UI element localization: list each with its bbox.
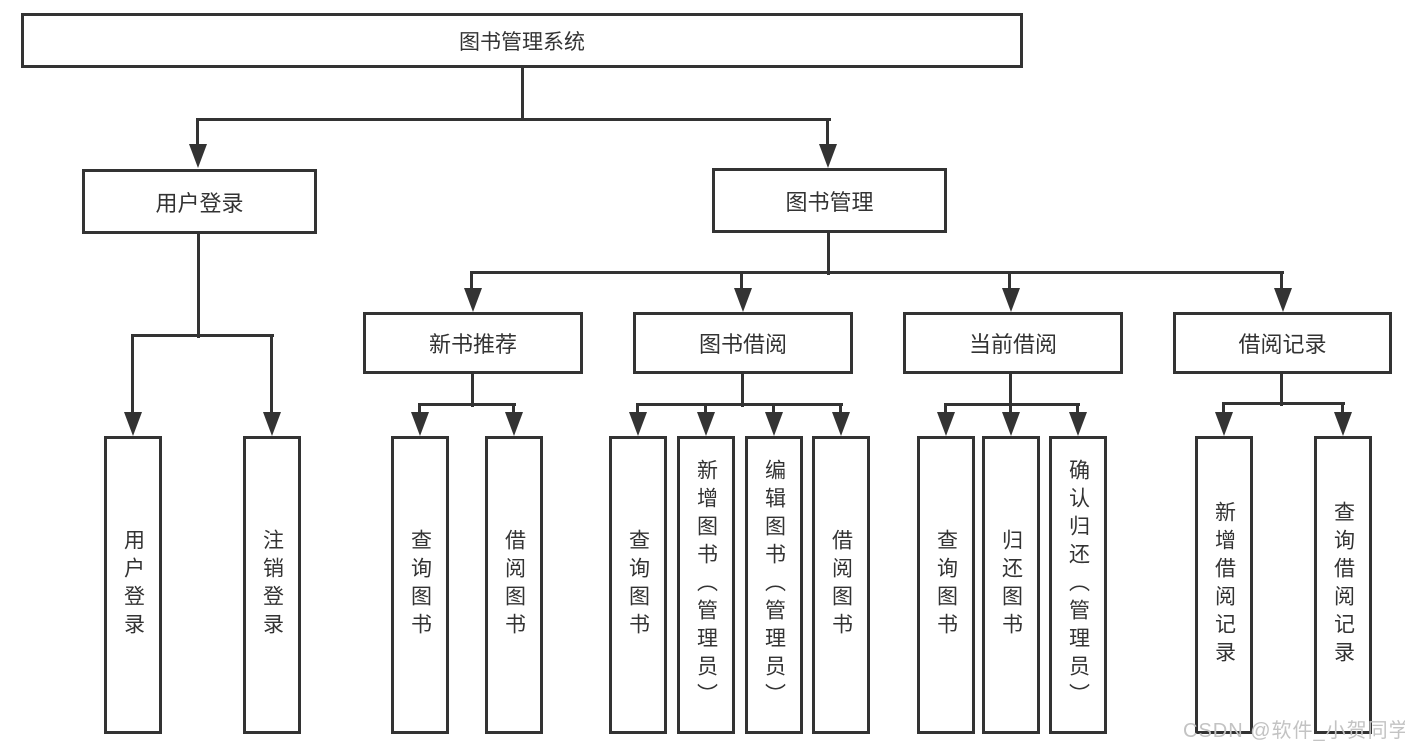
leaf-query-books-2: 查询图书 [609,436,667,734]
connector-line [418,403,516,406]
leaf-label: 新增借阅记录 [1212,501,1236,669]
connector-line [636,403,639,415]
node-root: 图书管理系统 [21,13,1023,68]
connector-line [197,234,200,338]
connector-line [704,403,707,415]
leaf-user-login: 用户登录 [104,436,162,734]
arrowhead-down-icon [1334,412,1352,436]
connector-line [1280,374,1283,406]
node-user-login: 用户登录 [82,169,317,234]
arrowhead-down-icon [1002,412,1020,436]
leaf-query-borrow-record: 查询借阅记录 [1314,436,1372,734]
arrowhead-down-icon [263,412,281,436]
connector-line [741,374,744,407]
leaf-label: 查询图书 [626,529,650,641]
leaf-add-books-admin: 新增图书（管理员） [677,436,735,734]
arrowhead-down-icon [819,144,837,168]
connector-line [196,118,199,146]
connector-line [1222,402,1345,405]
node-root-label: 图书管理系统 [459,30,585,54]
node-current-borrow: 当前借阅 [903,312,1123,374]
leaf-confirm-return-admin: 确认归还（管理员） [1049,436,1107,734]
leaf-query-books-3: 查询图书 [917,436,975,734]
arrowhead-down-icon [464,288,482,312]
connector-line [740,271,743,291]
leaf-add-borrow-record: 新增借阅记录 [1195,436,1253,734]
leaf-edit-books-admin: 编辑图书（管理员） [745,436,803,734]
arrowhead-down-icon [937,412,955,436]
connector-line [1008,271,1011,291]
node-book-management: 图书管理 [712,168,947,233]
node-book-management-label: 图书管理 [785,189,874,215]
connector-line [944,403,947,415]
leaf-label: 借阅图书 [502,529,526,641]
arrowhead-down-icon [1069,412,1087,436]
arrowhead-down-icon [505,412,523,436]
leaf-label: 查询图书 [934,529,958,641]
connector-line [418,403,421,415]
connector-line [197,118,831,121]
node-borrow-records-label: 借阅记录 [1238,332,1327,357]
connector-line [1280,271,1283,291]
connector-line [772,403,775,415]
leaf-label: 新增图书（管理员） [694,459,718,711]
node-borrow-records: 借阅记录 [1173,312,1392,374]
leaf-borrow-books-2: 借阅图书 [812,436,870,734]
connector-line [839,403,842,415]
node-current-borrow-label: 当前借阅 [968,332,1057,357]
leaf-query-books-1: 查询图书 [391,436,449,734]
arrowhead-down-icon [1002,288,1020,312]
node-book-borrow-label: 图书借阅 [698,332,787,357]
arrowhead-down-icon [697,412,715,436]
leaf-label: 借阅图书 [829,529,853,641]
leaf-label: 编辑图书（管理员） [762,459,786,711]
arrowhead-down-icon [1215,412,1233,436]
node-new-book-recommend-label: 新书推荐 [428,332,517,357]
node-book-borrow: 图书借阅 [633,312,853,374]
leaf-label: 查询借阅记录 [1331,501,1355,669]
csdn-watermark: CSDN @软件_小贺同学 [1183,720,1405,742]
arrowhead-down-icon [765,412,783,436]
leaf-label: 查询图书 [408,529,432,641]
connector-line [1076,403,1079,415]
connector-line [827,233,830,275]
connector-line [470,271,473,291]
leaf-return-books: 归还图书 [982,436,1040,734]
node-new-book-recommend: 新书推荐 [363,312,583,374]
connector-line [826,118,829,146]
connector-line [521,68,524,121]
connector-line [1009,403,1012,415]
connector-line [270,334,273,414]
leaf-label: 归还图书 [999,529,1023,641]
arrowhead-down-icon [832,412,850,436]
arrowhead-down-icon [189,144,207,168]
node-user-login-label: 用户登录 [155,190,244,216]
leaf-label: 注销登录 [260,529,284,641]
connector-line [1222,402,1225,415]
connector-line [1009,374,1012,407]
leaf-logout: 注销登录 [243,436,301,734]
connector-line [131,334,134,414]
arrowhead-down-icon [411,412,429,436]
connector-line [1341,402,1344,415]
connector-line [944,403,1080,406]
leaf-label: 确认归还（管理员） [1066,459,1090,711]
arrowhead-down-icon [124,412,142,436]
connector-line [470,271,1284,274]
leaf-borrow-books-1: 借阅图书 [485,436,543,734]
arrowhead-down-icon [629,412,647,436]
arrowhead-down-icon [734,288,752,312]
leaf-label: 用户登录 [121,529,145,641]
arrowhead-down-icon [1274,288,1292,312]
connector-line [131,334,274,337]
connector-line [636,403,843,406]
connector-line [512,403,515,415]
connector-line [471,374,474,407]
